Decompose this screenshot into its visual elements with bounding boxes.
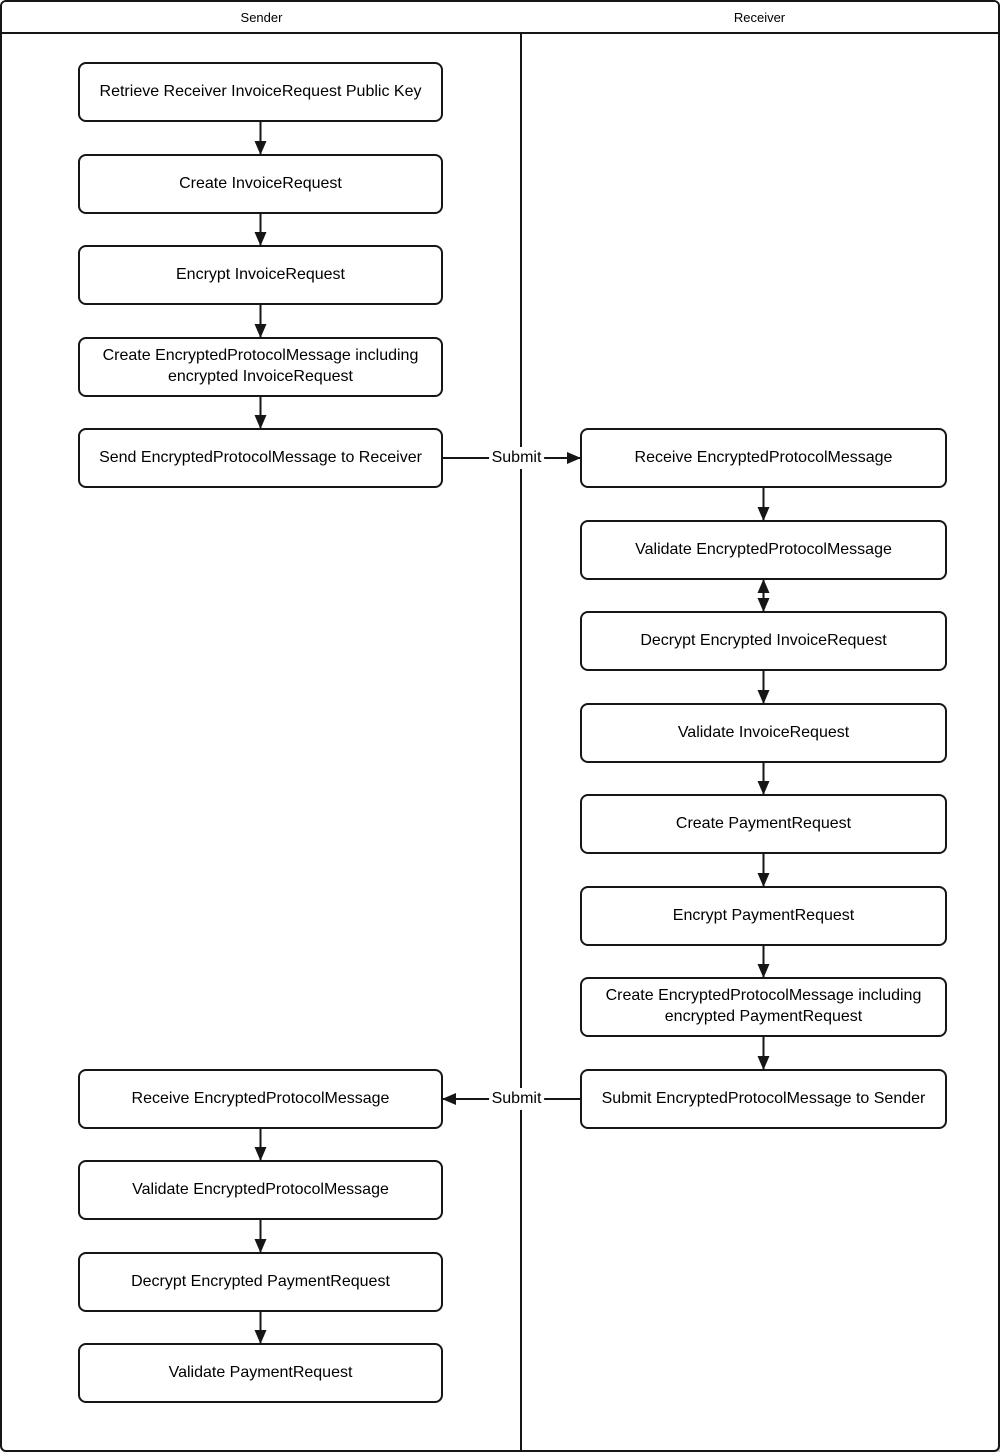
flow-node-label: Create InvoiceRequest xyxy=(179,174,342,192)
flow-node-s7: Validate EncryptedProtocolMessage xyxy=(78,1160,443,1220)
flow-node-s8: Decrypt Encrypted PaymentRequest xyxy=(78,1252,443,1312)
flow-node-label: Send EncryptedProtocolMessage to Receive… xyxy=(99,448,422,466)
flow-node-label: Retrieve Receiver InvoiceRequest Public … xyxy=(99,82,422,100)
flow-node-s9: Validate PaymentRequest xyxy=(78,1343,443,1403)
flow-node-r8: Submit EncryptedProtocolMessage to Sende… xyxy=(580,1069,947,1129)
flow-node-r4: Validate InvoiceRequest xyxy=(580,703,947,763)
lane-divider xyxy=(520,2,522,1450)
flow-node-r6: Encrypt PaymentRequest xyxy=(580,886,947,946)
flow-node-s5: Send EncryptedProtocolMessage to Receive… xyxy=(78,428,443,488)
flow-node-label: Validate EncryptedProtocolMessage xyxy=(132,1180,389,1198)
flow-node-label: Validate InvoiceRequest xyxy=(677,723,850,741)
flow-node-label: Decrypt Encrypted InvoiceRequest xyxy=(640,631,887,649)
edge-label-r8-s6: Submit xyxy=(488,1088,545,1110)
flow-node-s4: Create EncryptedProtocolMessage includin… xyxy=(78,337,443,397)
flow-node-s1: Retrieve Receiver InvoiceRequest Public … xyxy=(78,62,443,122)
flow-node-label: Decrypt Encrypted PaymentRequest xyxy=(131,1272,390,1290)
lane-header-row: Sender Receiver xyxy=(2,2,998,34)
flow-node-r5: Create PaymentRequest xyxy=(580,794,947,854)
flow-node-label: Validate PaymentRequest xyxy=(168,1363,353,1381)
flow-node-label: Encrypt InvoiceRequest xyxy=(176,265,345,283)
flow-node-label: Validate EncryptedProtocolMessage xyxy=(635,540,892,558)
flow-node-r7: Create EncryptedProtocolMessage includin… xyxy=(580,977,947,1037)
lane-label-sender: Sender xyxy=(240,9,283,25)
flow-node-label: Create EncryptedProtocolMessage includin… xyxy=(605,987,922,1025)
flow-node-label: Submit EncryptedProtocolMessage to Sende… xyxy=(601,1089,926,1107)
flow-node-r3: Decrypt Encrypted InvoiceRequest xyxy=(580,611,947,671)
flow-node-label: Create EncryptedProtocolMessage includin… xyxy=(102,347,419,385)
lane-header-receiver: Receiver xyxy=(521,2,998,32)
flow-node-label: Receive EncryptedProtocolMessage xyxy=(131,1089,390,1107)
edge-label-s5-r1: Submit xyxy=(488,447,545,469)
flow-node-s3: Encrypt InvoiceRequest xyxy=(78,245,443,305)
lane-header-sender: Sender xyxy=(2,2,521,32)
flow-node-r1: Receive EncryptedProtocolMessage xyxy=(580,428,947,488)
flow-node-s6: Receive EncryptedProtocolMessage xyxy=(78,1069,443,1129)
flow-node-label: Create PaymentRequest xyxy=(675,814,852,832)
lane-label-receiver: Receiver xyxy=(733,9,786,25)
flow-node-s2: Create InvoiceRequest xyxy=(78,154,443,214)
flow-node-label: Encrypt PaymentRequest xyxy=(672,906,855,924)
flow-node-label: Receive EncryptedProtocolMessage xyxy=(634,448,893,466)
flow-node-r2: Validate EncryptedProtocolMessage xyxy=(580,520,947,580)
